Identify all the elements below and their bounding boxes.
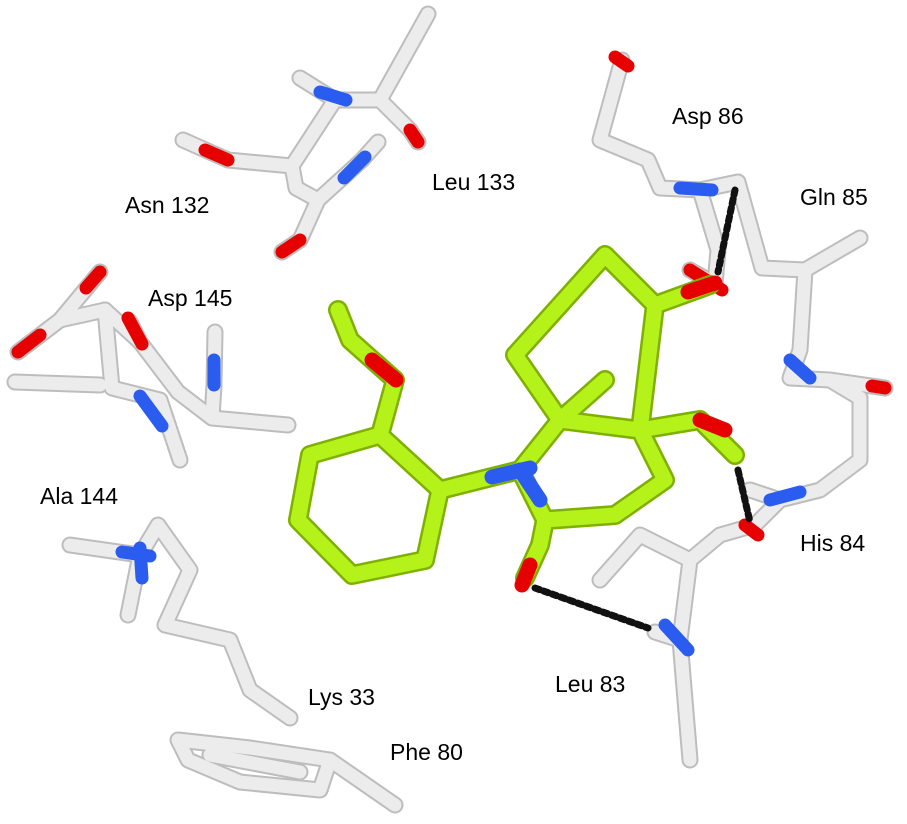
label-ala-144: Ala 144 (40, 483, 119, 509)
hbond-asp86-ligand (714, 186, 739, 276)
label-leu-133: Leu 133 (432, 169, 516, 195)
residue-asp145-sticks (6, 263, 297, 469)
label-lys-33: Lys 33 (308, 684, 375, 710)
residue-asn132-leu133-sticks (174, 5, 437, 261)
label-phe-80: Phe 80 (390, 739, 463, 765)
label-gln-85: Gln 85 (800, 184, 868, 210)
hbond-his84-ligand (734, 466, 754, 526)
hydrogen-bonds (531, 186, 754, 632)
label-asp-86: Asp 86 (672, 103, 744, 129)
residue-lys33-sticks (61, 516, 299, 727)
hbond-leu83-ligand (531, 584, 652, 632)
label-leu-83: Leu 83 (555, 671, 626, 697)
residue-phe80-sticks (169, 731, 404, 814)
label-asn-132: Asn 132 (125, 192, 210, 218)
label-his-84: His 84 (800, 530, 866, 556)
ligand-sticks (288, 245, 745, 593)
label-asp-145: Asp 145 (148, 285, 233, 311)
